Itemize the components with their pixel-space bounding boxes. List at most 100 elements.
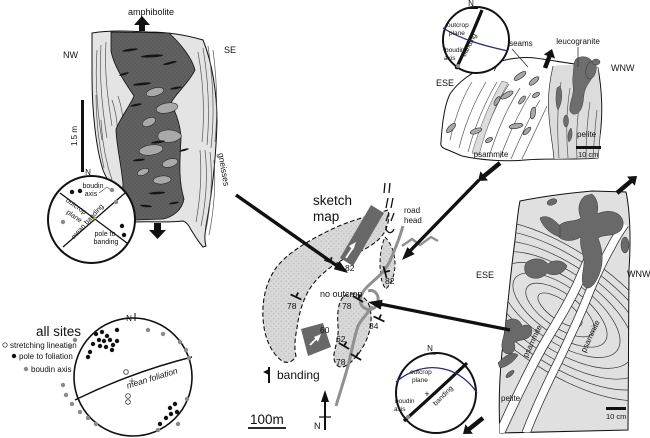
map-band-lobe [333,293,372,368]
north-label: N [126,314,132,323]
amphibolite-inner-patches [137,87,183,185]
direction-label-ese: ESE [476,270,494,280]
outcrop-plane-line [442,27,509,52]
boudin-axis-label-1: boudin [395,398,415,405]
up-right-arrow [615,176,637,195]
boudin-axis-label-1: boudin [445,47,465,54]
ne-stereonet: N outcrop plane boudin axis banding [442,0,510,74]
legend-symbol-pole-to-foliation [11,353,17,359]
left-stereonet: N boudin axis outcrop plane mean banding… [47,168,136,264]
scale-label: 1.5 m [70,126,79,146]
rock-label-pelite: pelite [501,394,521,403]
amphibolite-body [110,31,196,221]
arrow-left-sketch-to-map [235,193,348,273]
boudin-axis-dot [405,414,411,420]
stereonet-circle [73,317,193,437]
direction-label-se: SE [224,45,236,55]
boudin-axis-dots [60,327,192,433]
no-outcrop-label: no outcrop [320,289,363,299]
up-arrow [134,16,150,31]
rock-label-gneisses: gneisses [216,152,232,187]
road-head-label-2: head [404,216,422,225]
north-label: N [468,0,474,8]
center-cross [129,378,135,384]
rock-label-amphibolite: amphibolite [128,7,174,17]
outcrop-plane-label-1: outcrop [410,369,432,376]
road-head-label-1: road [404,206,420,215]
scale-bar [606,407,626,410]
legend-symbol-stretching-lineation [2,342,8,348]
map-title-1: sketch [313,193,352,208]
road-branch [401,235,439,247]
outcrop-plane-label-2: plane [449,30,465,37]
all-sites-title: all sites [36,324,81,339]
north-label: N [427,344,433,353]
scale-bar [576,146,601,149]
north-arrow: N [314,390,331,431]
ne-outcrop-sketch: cord seams leucogranite ESE WNW psammite… [436,37,635,181]
leucogranite-blobs [497,193,630,378]
legend-symbol-boudin-axis [23,366,29,372]
map-title-2: map [313,209,339,224]
outcrop-plane-label-2: plane [412,377,428,384]
gneiss-foliation-lines [95,41,218,236]
direction-label-nw: NW [63,50,78,60]
pole-to-banding-label-2: banding [94,239,119,246]
psammite-pelite-boundary [547,65,555,160]
boudin-leader-line [98,186,112,194]
outcrop-plane-label-1: outcrop [447,22,469,29]
mean-foliation-line [74,356,193,401]
se-stereonet: N outcrop plane boudin axis banding + [394,344,485,434]
north-label: N [85,168,91,177]
dip-reading: 82 [345,263,355,273]
outcrop-plane-line [395,367,478,394]
banding-legend-label: banding [277,368,320,382]
dip-reading: 78 [342,301,352,311]
arrow-se-sketch-to-map [368,299,511,332]
rock-label-pelite: pelite [577,130,597,139]
scale-label: 10 cm [606,412,626,421]
connector-arrows [235,178,511,332]
dip-reading: 82 [385,276,395,286]
cord-seam-boudins [446,71,540,143]
legend-label-pole-to-foliation: pole to foliation [19,352,73,361]
leucogranite-shapes [555,56,601,143]
center-cross: + [424,389,429,399]
stretching-lineation-dots [123,369,131,405]
up-arrow [542,49,555,69]
boudin-lenses [119,48,189,208]
north-label: N [314,421,321,431]
se-outcrop-sketch: ESE WNW psammite psammite pelite 10 cm [476,176,650,434]
down-arrow [149,223,166,239]
leucogranite-label: leucogranite [556,37,600,46]
dip-reading: 84 [369,321,379,331]
dip-reading: 78 [287,301,297,311]
legend-label-boudin-axis: boudin axis [31,365,71,374]
lineation-arrow-lower [309,334,321,346]
map-scale-label: 100m [250,412,284,427]
all-sites-panel: all sites stretching lineation pole to f… [2,313,193,437]
direction-label-wnw: WNW [627,269,650,279]
direction-label-ese: ESE [436,78,454,88]
boudin-axis-dot [456,64,460,68]
banding-legend-symbol [263,367,270,383]
pole-to-banding-label-1: pole to [94,231,115,238]
pole-to-foliation-dots [85,327,180,427]
down-left-arrow [463,416,485,434]
boudin-axis-label-2: axis [444,55,456,62]
boudin-axis-dots [60,187,119,225]
banding-line [402,361,469,423]
legend-label-stretching-lineation: stretching lineation [10,341,77,350]
lineation-arrow-upper [345,242,356,259]
arrow-ne-sketch-to-map [402,178,481,260]
road-line [334,225,439,407]
dip-reading: 78 [336,357,346,367]
rock-label-psammite: psammite [474,150,509,159]
direction-label-wnw: WNW [611,63,635,73]
scale-label: 10 cm [578,150,598,159]
dip-reading: 60 [320,325,330,335]
boudin-axis-label-2: axis [394,406,406,413]
pole-to-banding-dots [69,188,127,238]
